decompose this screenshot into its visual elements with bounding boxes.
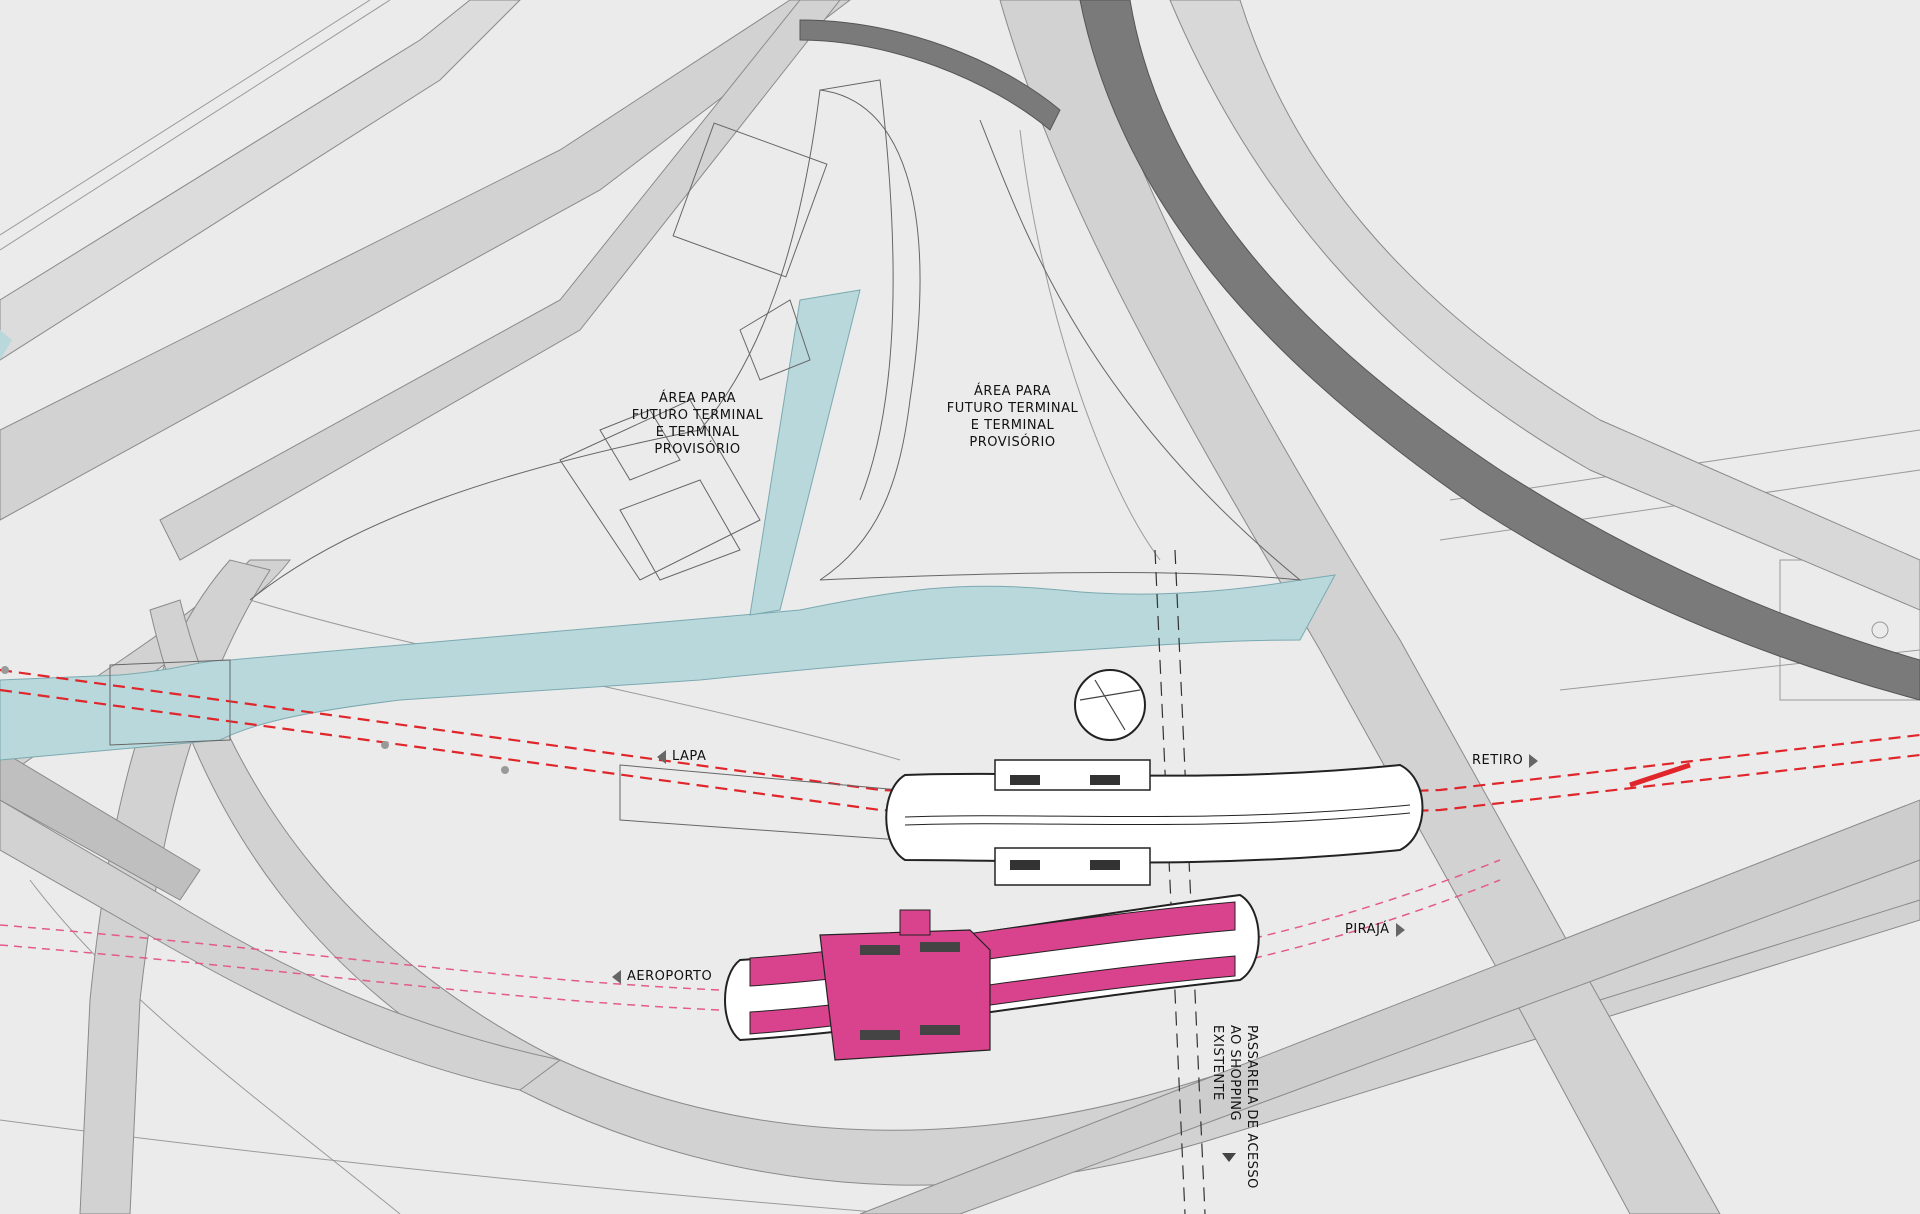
site-markers [1,621,1889,774]
dark-viaduct [1079,0,1920,701]
terminal-area-linework [249,79,1302,601]
existing-station [885,669,1424,886]
triangle-icon [612,969,621,984]
triangle-icon [1222,1153,1236,1162]
river [0,574,1336,761]
dark-ramp [799,19,1061,131]
river-branch [749,289,861,616]
river-edge [0,330,12,360]
direction-lapa: LAPA [657,749,706,764]
new-station [724,893,1260,1061]
direction-aeroporto: AEROPORTO [612,969,712,984]
triangle-icon [1395,922,1405,937]
area-label-right: ÁREA PARA FUTURO TERMINAL E TERMINAL PRO… [946,384,1079,450]
area-label-left: ÁREA PARA FUTURO TERMINAL E TERMINAL PRO… [631,391,764,457]
passarela-label: PASSARELA DE ACESSO AO SHOPPING EXISTENT… [1210,1025,1259,1189]
direction-retiro: RETIRO [1472,753,1539,768]
triangle-icon [657,749,666,764]
triangle-icon [1529,753,1539,768]
rail-alignments [0,668,1920,1011]
passarela-walkway [1154,549,1206,1214]
direction-piraja: PIRAJÁ [1345,922,1405,937]
